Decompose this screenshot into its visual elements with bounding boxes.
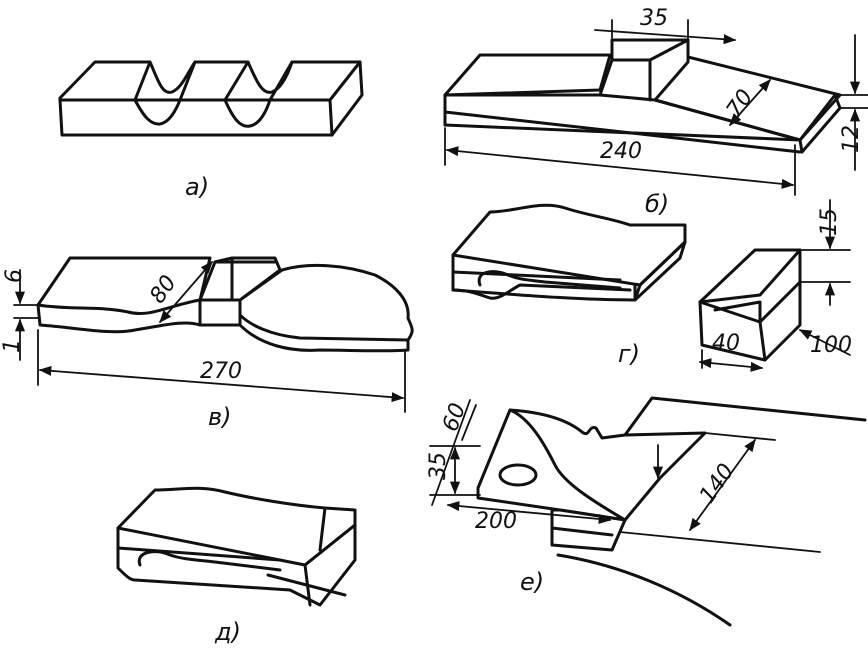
dim-e-35-label: 35 (426, 452, 451, 480)
figure-d: д) (116, 486, 357, 646)
dim-g-40-label: 40 (712, 331, 740, 356)
dim-g-100-line (798, 329, 851, 356)
dim-b-240-line (445, 146, 795, 189)
dim-b-12-label: 12 (839, 125, 864, 153)
figure-d-plates (116, 486, 357, 607)
figure-e: 60 35 200 140 е) (426, 396, 867, 627)
dim-v-80-line (159, 261, 213, 323)
dim-v-6-label: 6 (2, 269, 27, 283)
dim-g-100-label: 100 (810, 333, 852, 358)
figure-e-caption: е) (520, 568, 544, 596)
dim-e-60-line (461, 404, 477, 441)
dim-v-270-line (38, 365, 405, 403)
figure-g-caption: г) (618, 340, 640, 368)
dim-v-1-label: 1 (0, 339, 25, 353)
dim-b-35-line (594, 29, 737, 45)
dim-b-240-label: 240 (600, 139, 642, 164)
figure-g-plates (451, 203, 687, 302)
dim-e-200-label: 200 (475, 509, 517, 534)
figure-v: 6 1 80 270 в) (0, 256, 414, 431)
dim-g-40-line (698, 358, 764, 372)
dim-e-140-line (689, 438, 756, 532)
dim-e-140-ext (704, 432, 776, 441)
figure-g: 15 100 40 г) (451, 199, 852, 372)
dim-e-200-line (446, 501, 612, 524)
figure-v-caption: в) (208, 403, 232, 431)
figure-a-caption: а) (185, 173, 209, 201)
dim-b-35-label: 35 (640, 6, 668, 31)
figure-a-block (58, 60, 364, 137)
dim-g-15-label: 15 (817, 208, 842, 236)
dim-e-140-label: 140 (695, 459, 740, 508)
figure-b-block (443, 38, 842, 154)
figure-b-caption: б) (645, 190, 669, 218)
figure-g-wedge (698, 248, 802, 362)
dim-b-70-line (729, 79, 771, 126)
figure-b: 35 70 240 12 б) (443, 6, 868, 218)
figure-d-caption: д) (214, 618, 241, 646)
figure-a: а) (58, 60, 364, 201)
dim-v-270-label: 270 (200, 359, 242, 384)
figure-v-block (36, 256, 414, 353)
